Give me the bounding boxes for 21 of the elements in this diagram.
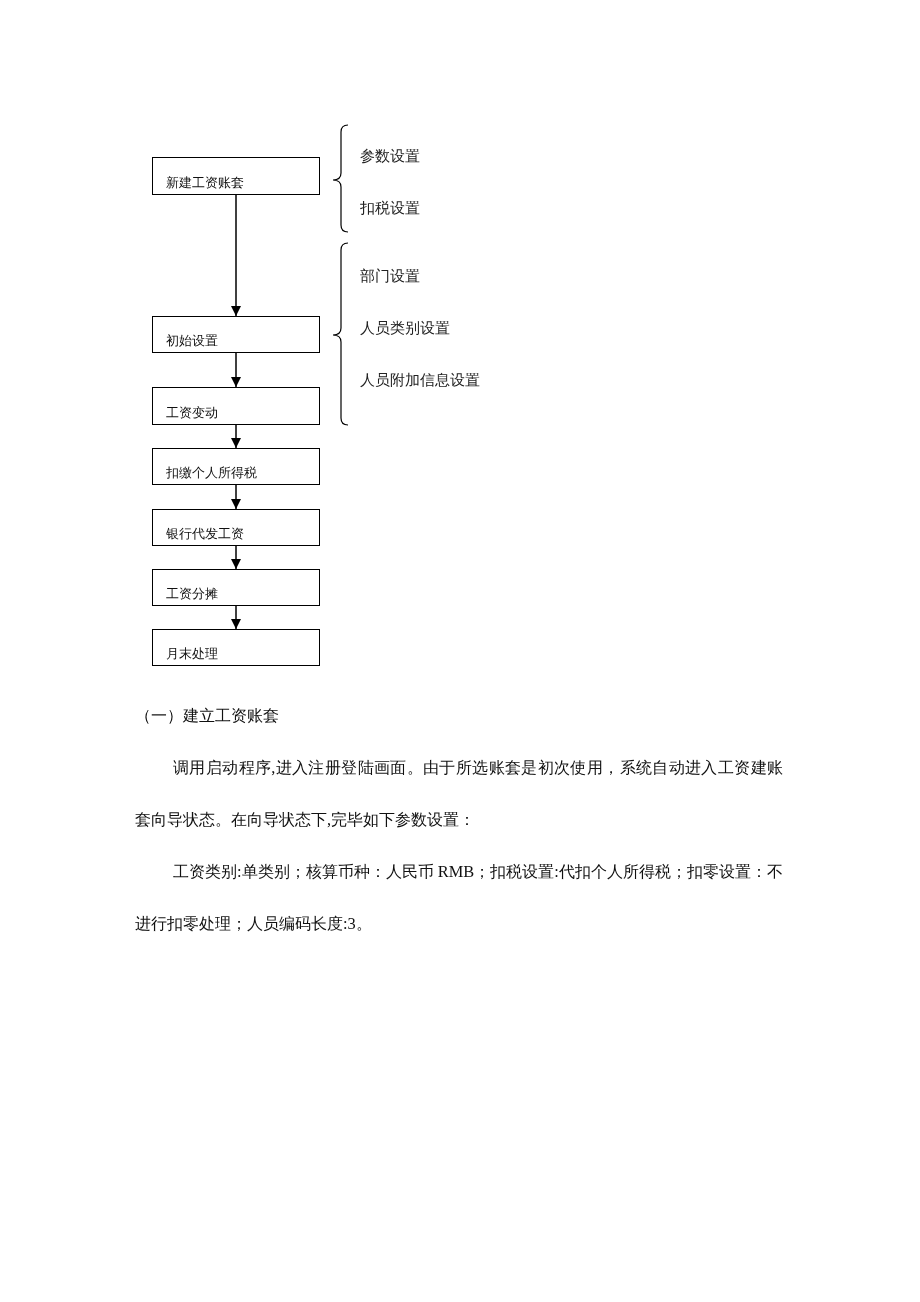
side-label: 人员附加信息设置: [360, 370, 480, 390]
paragraph: 调用启动程序,进入注册登陆画面。由于所选账套是初次使用，系统自动进入工资建账套向导状态。在向导状态下,完毕如下参数设置：: [135, 757, 783, 831]
arrow: [231, 605, 241, 630]
process-box: 月末处理: [152, 629, 320, 666]
process-box: 工资分摊: [152, 569, 320, 606]
side-label: 扣税设置: [360, 198, 420, 218]
arrow: [231, 194, 241, 317]
side-label: 参数设置: [360, 146, 420, 166]
arrow: [231, 424, 241, 449]
process-box: 银行代发工资: [152, 509, 320, 546]
side-label: 人员类别设置: [360, 318, 450, 338]
section-heading: （一）建立工资账套: [135, 706, 279, 726]
arrow: [231, 545, 241, 570]
process-box: 工资变动: [152, 387, 320, 425]
process-box: 扣缴个人所得税: [152, 448, 320, 485]
process-box: 初始设置: [152, 316, 320, 353]
paragraph: 工资类别:单类别；核算币种：人民币 RMB；扣税设置:代扣个人所得税；扣零设置：不进行扣零处理；人员编码长度:3。: [135, 861, 783, 935]
arrow: [231, 352, 241, 388]
arrow: [231, 484, 241, 510]
process-box: 新建工资账套: [152, 157, 320, 195]
side-label: 部门设置: [360, 266, 420, 286]
